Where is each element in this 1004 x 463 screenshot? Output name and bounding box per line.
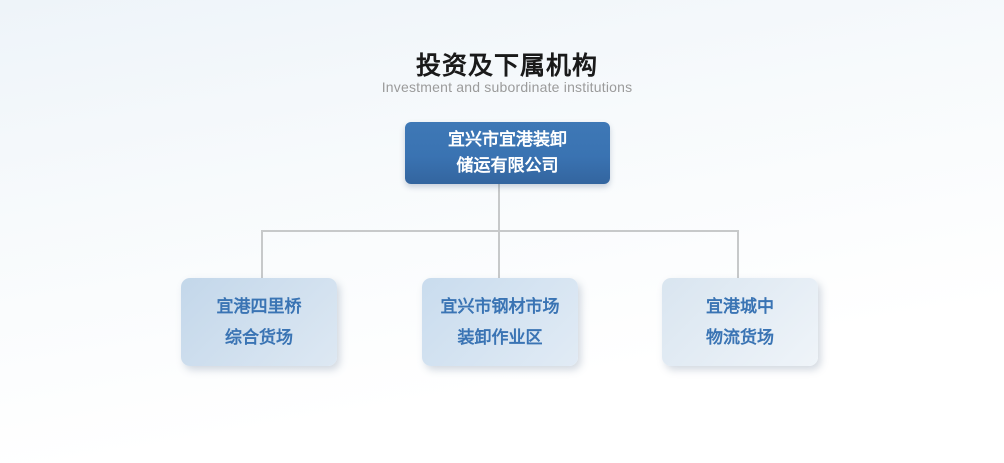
page-subtitle: Investment and subordinate institutions [381, 79, 633, 95]
org-node-child-line1: 宜港城中 [706, 297, 774, 316]
org-node-child-line2: 综合货场 [225, 328, 293, 347]
org-node-child-line2: 物流货场 [706, 328, 774, 347]
org-node-child-steel-market: 宜兴市钢材市场 装卸作业区 [422, 278, 578, 366]
connector-drop-center [498, 230, 500, 278]
connector-drop-right [737, 230, 739, 278]
org-node-child-chengzhong: 宜港城中 物流货场 [662, 278, 818, 366]
org-node-root-line1: 宜兴市宜港装卸 [448, 130, 567, 149]
connector-drop-left [261, 230, 263, 278]
org-node-child-siliqiao: 宜港四里桥 综合货场 [181, 278, 337, 366]
page-title: 投资及下属机构 [415, 52, 598, 80]
org-node-child-line2: 装卸作业区 [457, 328, 543, 347]
connector-horizontal-rail [261, 230, 739, 232]
org-node-child-line1: 宜兴市钢材市场 [440, 297, 560, 316]
connector-root-stem [498, 184, 500, 231]
org-node-root: 宜兴市宜港装卸 储运有限公司 [405, 122, 610, 184]
org-node-root-line2: 储运有限公司 [456, 156, 559, 175]
org-node-child-line1: 宜港四里桥 [216, 297, 302, 316]
